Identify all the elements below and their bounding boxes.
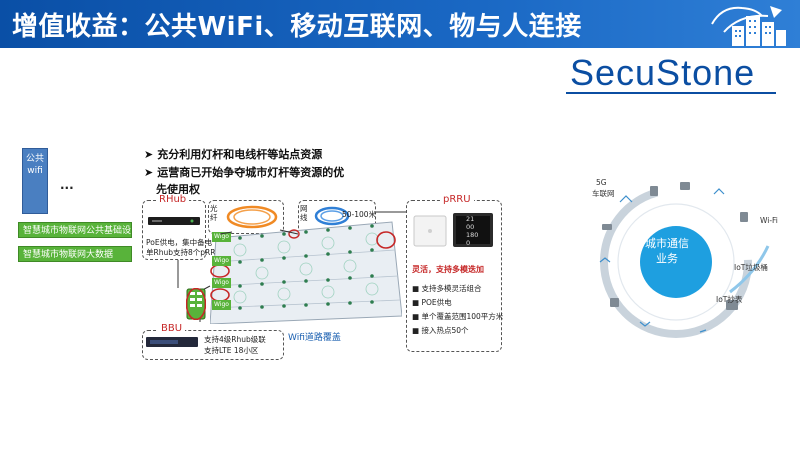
brand-underline (566, 92, 776, 94)
cable-length-label: 50-100米 (342, 210, 377, 219)
city-services-ring (599, 182, 770, 338)
bbu-desc-2: 支持LTE 18小区 (204, 346, 259, 355)
rhub-desc-1: PoE供电，集中备电 (146, 238, 213, 247)
prru-feature-2: ■ POE供电 (412, 298, 452, 307)
bbu-desc-1: 支持4级Rhub级联 (204, 335, 266, 344)
network-cable-label: 网线 (300, 204, 308, 222)
wifi-coverage-caption: Wifi道路覆盖 (288, 333, 341, 343)
node-tag-3: Wigo (212, 278, 231, 288)
prru-screen-line-2: 00 (466, 223, 475, 231)
city-comm-service-label: 城市通信业务 (645, 237, 689, 265)
ring-label-wifi: Wi-Fi (760, 216, 778, 225)
connector-lines (177, 211, 406, 322)
wifi-road-coverage-grid (210, 221, 402, 324)
prru-feature-1-text: 支持多模灵活组合 (421, 284, 482, 293)
optical-fiber-label: 光纤 (210, 204, 218, 222)
rhub-box (142, 200, 206, 260)
bullet-2: ➤运营商已开始争夺城市灯杆等资源的优 (144, 166, 345, 179)
rhub-label: RHub (156, 194, 190, 205)
network-cable-coil-icon (314, 206, 350, 226)
rhub-desc-2: 单Rhub支持8个pRRU (146, 248, 221, 257)
prru-feature-2-text: POE供电 (421, 298, 452, 307)
iot-infrastructure-bar: 智慧城市物联网公共基础设施 (18, 222, 132, 238)
ring-label-iot-meter: IoT抄表 (716, 295, 743, 304)
bbu-device-icon (146, 337, 198, 347)
prru-feature-4-text: 接入热点50个 (421, 326, 469, 335)
prru-feature-3: ■ 单个覆盖范围100平方米 (412, 312, 504, 321)
prru-screen-line-1: 21 (466, 215, 475, 223)
public-wifi-box: 公共 wifi (22, 148, 48, 214)
bbu-rack-icon (186, 288, 206, 320)
bullet-2-text: 运营商已开始争夺城市灯杆等资源的优 (157, 166, 345, 179)
node-tag-2: Wigo (212, 256, 231, 266)
node-tag-4: Wigo (212, 300, 231, 310)
bullet-1: ➤充分利用灯杆和电线杆等站点资源 (144, 148, 323, 161)
smart-city-icon (711, 6, 786, 46)
more-ellipsis: ... (60, 178, 74, 192)
brand-logo: SecuStone (570, 52, 756, 93)
ring-label-5g: 5G (596, 178, 607, 187)
prru-panel-icon (413, 215, 447, 247)
iot-bigdata-bar: 智慧城市物联网大数据 (18, 246, 132, 262)
prru-feature-3-text: 单个覆盖范围100平方米 (421, 312, 504, 321)
prru-feature-4: ■ 接入热点50个 (412, 326, 469, 335)
prru-unit-icon (453, 213, 493, 247)
ring-label-car-network: 车联网 (592, 189, 615, 198)
slide-title: 增值收益：公共WiFi、移动互联网、物与人连接 (12, 12, 582, 42)
optical-fiber-box (208, 200, 284, 234)
bullet-1-text: 充分利用灯杆和电线杆等站点资源 (157, 148, 323, 161)
title-bar: 增值收益：公共WiFi、移动互联网、物与人连接 (0, 0, 800, 48)
prru-headline: 灵活，支持多模迭加 (412, 265, 484, 274)
ring-label-iot-bin: IoT垃圾桶 (734, 263, 768, 272)
bbu-label: BBU (158, 323, 186, 334)
optical-fiber-coil-icon (226, 205, 278, 229)
prru-label: pRRU (440, 194, 474, 205)
bullet-2-cont: 先使用权 (156, 183, 200, 196)
prru-screen-line-3: 180 (466, 231, 479, 239)
prru-feature-1: ■ 支持多模灵活组合 (412, 284, 482, 293)
rhub-device-icon (148, 217, 200, 225)
node-tag-1: Wigo (212, 232, 231, 242)
prru-screen-line-4: 0 (466, 239, 471, 247)
